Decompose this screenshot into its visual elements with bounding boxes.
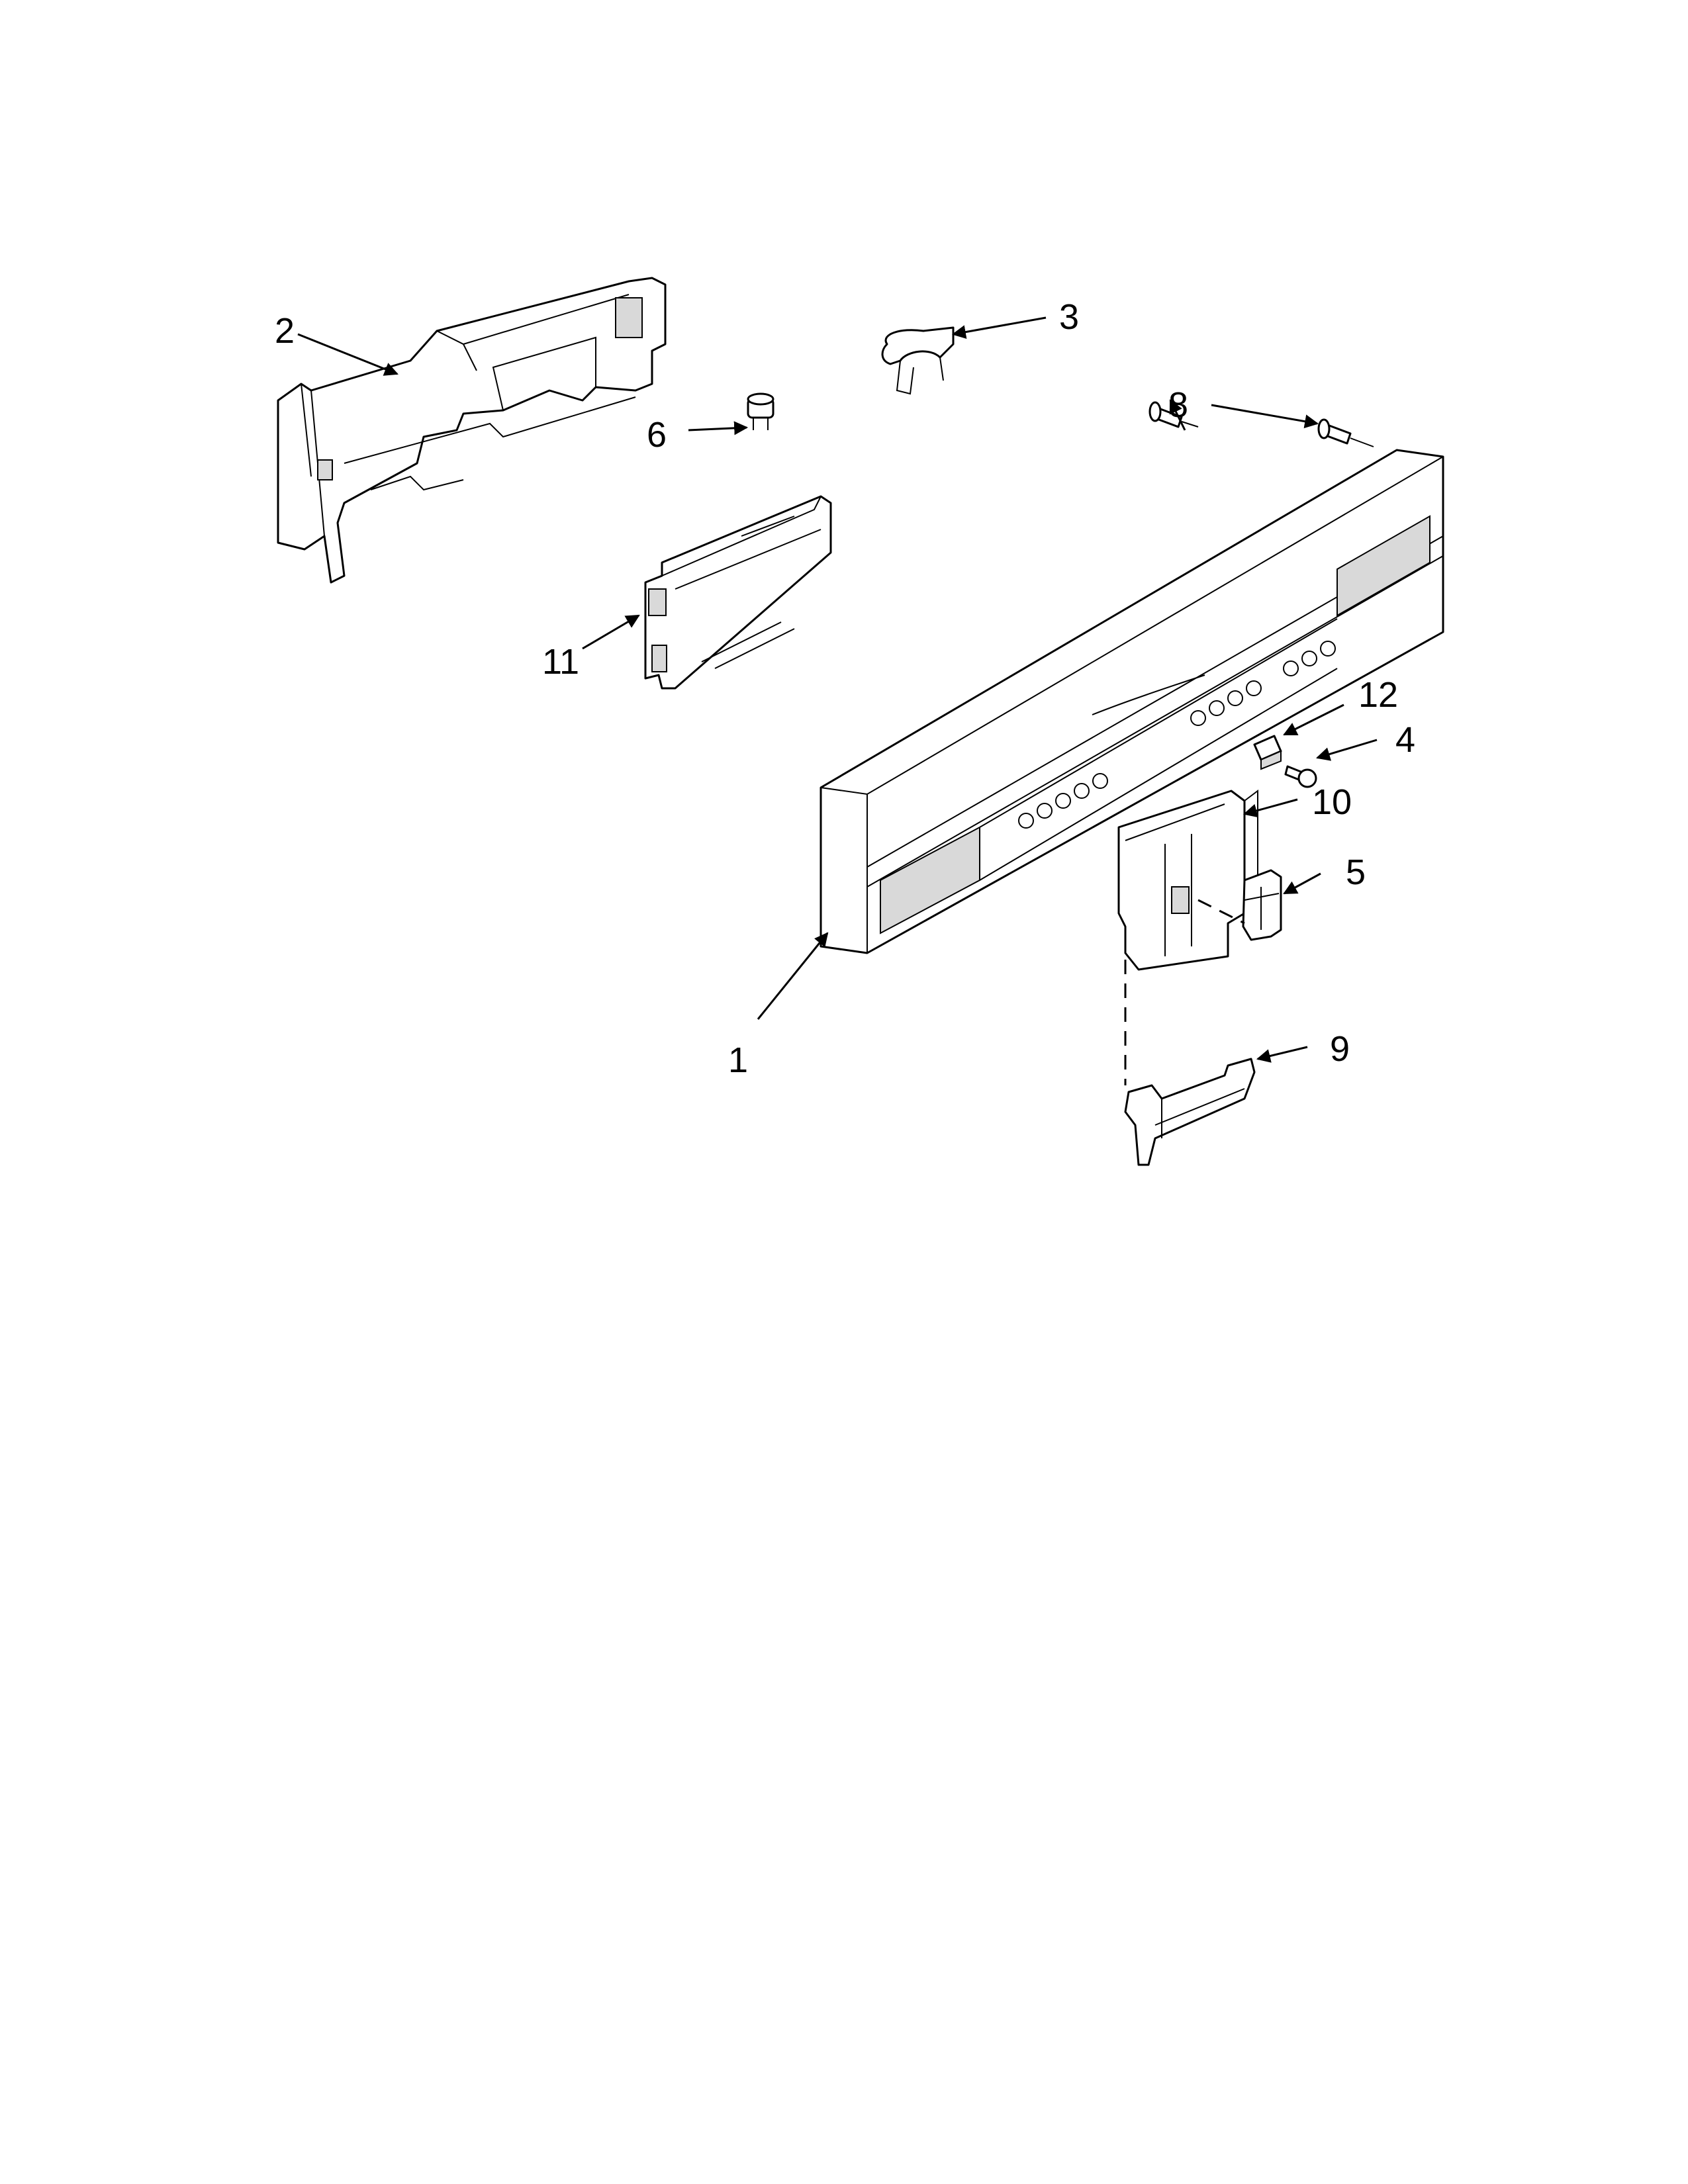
leader-2 <box>297 333 399 376</box>
callout-8: 8 <box>1168 385 1188 425</box>
part-9-rail[interactable] <box>1124 1058 1256 1166</box>
part-2-support-bracket[interactable] <box>277 277 667 584</box>
part-5-latch[interactable] <box>1242 869 1282 941</box>
part-12-clip[interactable] <box>1253 735 1282 770</box>
leader-11 <box>582 614 640 650</box>
part-4-screw[interactable] <box>1284 765 1317 788</box>
part-11-control-board[interactable] <box>644 495 832 690</box>
callout-5: 5 <box>1346 852 1366 892</box>
part-3-clip[interactable] <box>881 326 955 395</box>
callout-9: 9 <box>1330 1029 1350 1069</box>
callout-4: 4 <box>1395 720 1415 760</box>
callout-10: 10 <box>1312 782 1352 822</box>
leader-12 <box>1283 704 1344 736</box>
callout-11: 11 <box>542 642 579 682</box>
leader-8a <box>1211 404 1319 429</box>
console-buttons <box>1018 641 1336 829</box>
leader-6 <box>688 421 749 435</box>
callout-12: 12 <box>1358 675 1398 715</box>
part-6-knob[interactable] <box>747 392 774 430</box>
leader-8b <box>1169 399 1186 431</box>
leader-3 <box>951 316 1047 340</box>
assembly-line-latch <box>1197 899 1245 925</box>
leader-4 <box>1315 739 1378 761</box>
callout-6: 6 <box>647 415 667 455</box>
leader-5 <box>1283 872 1321 895</box>
callout-1: 1 <box>728 1040 748 1080</box>
callout-3: 3 <box>1059 297 1079 337</box>
part-10-bracket[interactable] <box>1117 790 1258 971</box>
screw-upper <box>1317 418 1374 447</box>
leader-10 <box>1243 798 1298 818</box>
leader-9 <box>1256 1046 1308 1063</box>
leader-1 <box>757 932 829 1020</box>
callout-2: 2 <box>275 311 295 351</box>
part-1-console-panel[interactable] <box>820 449 1444 954</box>
